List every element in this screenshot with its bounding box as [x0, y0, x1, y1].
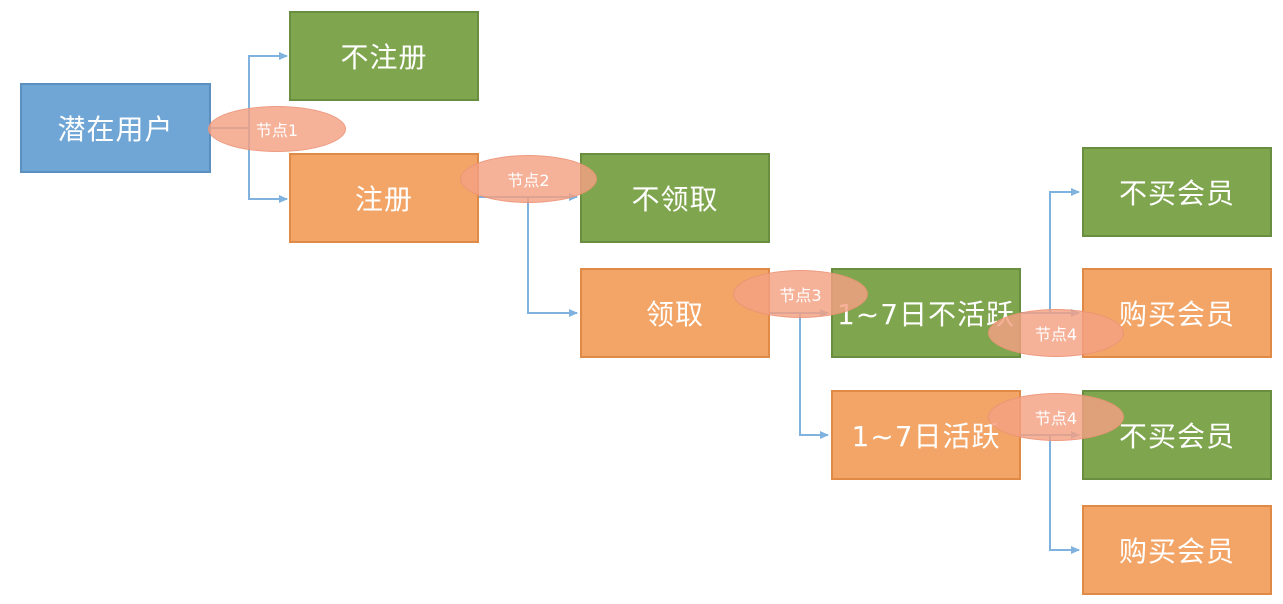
box-register: 注册 — [289, 153, 479, 243]
connector-to-no-buy-a — [1049, 188, 1080, 313]
connector-to-buy-b — [1049, 435, 1080, 554]
box-active-1-7: 1~7日活跃 — [831, 390, 1021, 480]
box-no-buy-member-a: 不买会员 — [1082, 147, 1272, 237]
decision-node-1: 节点1 — [208, 106, 346, 152]
connector-to-claim — [527, 197, 578, 317]
box-not-register: 不注册 — [289, 11, 479, 101]
decision-node-4b: 节点4 — [988, 393, 1124, 441]
connector-to-not-register — [248, 52, 288, 128]
box-buy-member-b: 购买会员 — [1082, 505, 1272, 595]
decision-node-3: 节点3 — [733, 270, 868, 318]
decision-node-2: 节点2 — [460, 155, 597, 203]
decision-node-4a: 节点4 — [988, 309, 1124, 357]
connector-to-register — [248, 128, 288, 203]
box-inactive-1-7: 1~7日不活跃 — [831, 268, 1021, 358]
connector-to-active — [799, 313, 829, 439]
box-claim: 领取 — [580, 268, 770, 358]
box-potential-user: 潜在用户 — [20, 83, 211, 173]
box-not-claim: 不领取 — [580, 153, 770, 243]
